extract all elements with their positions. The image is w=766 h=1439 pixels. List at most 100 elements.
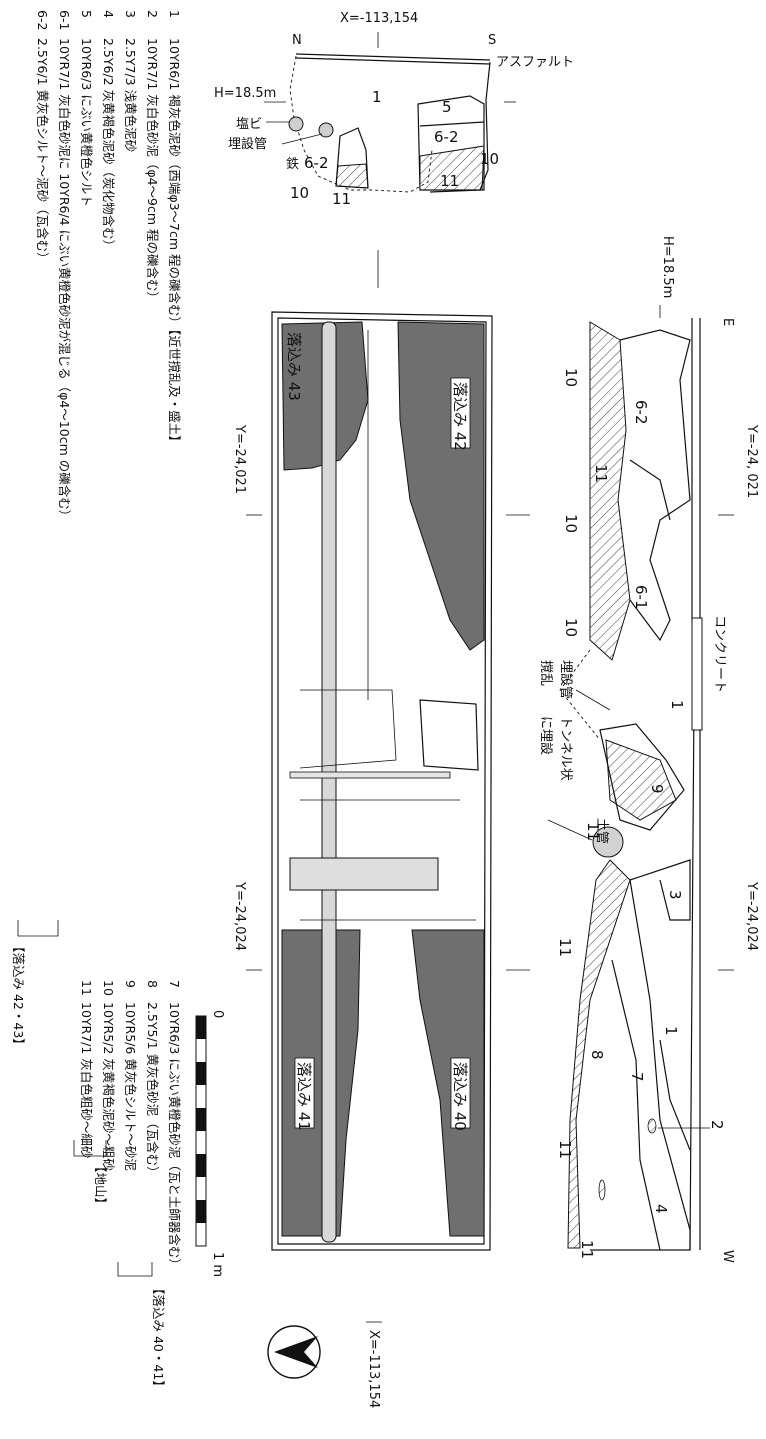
- svg-text:10YR7/1 灰白色粗砂～細砂: 10YR7/1 灰白色粗砂～細砂: [79, 1002, 94, 1158]
- legend-group-bedrock: 【地山】: [93, 1160, 108, 1210]
- legend-group-42-43: 【落込み 42・43】: [11, 940, 26, 1051]
- pit-40-label-box: 落込み 40: [450, 1057, 471, 1131]
- dir-w: W: [720, 1250, 735, 1263]
- coord-y-a-section: Y=-24, 021: [744, 424, 759, 498]
- ns-label-10-left: 10: [290, 184, 309, 202]
- legend-row-1: 1 10YR6/1 褐灰色泥砂（西端φ3～7cm 程の礫含む）【近世撹乱及・盛土…: [167, 10, 182, 448]
- ew-label-11e: 11: [578, 1240, 596, 1259]
- ns-label-11-right: 11: [440, 172, 459, 190]
- svg-text:10YR5/2 灰黄褐色泥砂～粗砂: 10YR5/2 灰黄褐色泥砂～粗砂: [101, 1002, 116, 1171]
- ew-layer-3: [629, 859, 691, 921]
- h-north: H=18.5m: [214, 86, 276, 101]
- ew-ground-line-2: [689, 318, 695, 1251]
- ns-layer-5-line: [419, 121, 485, 127]
- ew-label-6-2: 6-2: [632, 400, 650, 425]
- pit-41-label-box: 落込み 41: [294, 1057, 315, 1131]
- pit-43-label-box: 落込み 43: [285, 332, 303, 401]
- svg-text:5: 5: [79, 10, 94, 18]
- concrete-slab: [691, 617, 703, 731]
- ew-label-10c: 10: [562, 618, 580, 637]
- pit-41-label: 落込み 41: [295, 1062, 313, 1131]
- svg-text:6-1: 6-1: [57, 10, 72, 30]
- ew-label-11d: 11: [556, 1140, 574, 1159]
- svg-text:2: 2: [145, 10, 160, 18]
- svg-text:9: 9: [123, 980, 138, 988]
- svg-text:2.5Y6/2 灰黄褐色泥砂（炭化物含む）: 2.5Y6/2 灰黄褐色泥砂（炭化物含む）: [101, 38, 116, 252]
- plan-outline-inner: [277, 317, 487, 1245]
- pit-43-label: 落込み 43: [285, 332, 303, 401]
- legend-group-40-41: 【落込み 40・41】: [151, 1282, 166, 1393]
- ew-label-11c: 11: [556, 938, 574, 957]
- pit-42-shape: [397, 321, 485, 651]
- plan-small-pipe: [289, 771, 451, 779]
- svg-text:10YR5/6 黄灰色シルト～砂泥: 10YR5/6 黄灰色シルト～砂泥: [123, 1002, 138, 1171]
- disturbed-label: 撹乱: [538, 660, 553, 686]
- ew-label-10b: 10: [562, 514, 580, 533]
- dir-e: E: [720, 318, 735, 326]
- scale-bar: [195, 1015, 207, 1247]
- svg-text:10YR7/1 灰白色砂泥（φ4～9cm 程の礫含む）: 10YR7/1 灰白色砂泥（φ4～9cm 程の礫含む）: [145, 38, 160, 304]
- svg-text:6-2: 6-2: [35, 10, 50, 30]
- legend-row-8: 8 2.5Y5/1 黄灰色砂泥（瓦含む）: [145, 980, 160, 1179]
- ew-stone-2: [598, 1179, 606, 1201]
- svg-text:2.5Y7/3 浅黄色泥砂: 2.5Y7/3 浅黄色泥砂: [123, 38, 138, 152]
- legend-row-9: 9 10YR5/6 黄灰色シルト～砂泥: [123, 980, 138, 1171]
- plan-feature-a: [299, 689, 397, 769]
- ew-layer-2: [659, 1039, 691, 1151]
- ew-layer-6: [619, 329, 691, 642]
- coord-y-b-plan: Y=-24,024: [232, 881, 247, 951]
- pvc-label: 塩ビ: [236, 117, 262, 132]
- pit-42-label-box: 落込み 42: [450, 377, 471, 451]
- ew-label-11a: 11: [592, 464, 610, 483]
- svg-text:10YR6/3 にぶい黄橙色砂泥（瓦と土師器含む）: 10YR6/3 にぶい黄橙色砂泥（瓦と土師器含む）: [167, 1002, 182, 1271]
- buried-in-label: に埋設: [538, 716, 554, 755]
- legend-row-4: 4 2.5Y6/2 灰黄褐色泥砂（炭化物含む）: [101, 10, 116, 252]
- asphalt-line: [295, 53, 491, 61]
- legend-row-5: 5 10YR6/3 にぶい黄橙色シルト: [79, 10, 94, 207]
- pipe-leader: [281, 133, 323, 145]
- ew-stone-1: [647, 1118, 657, 1134]
- ew-label-2: 2: [708, 1120, 726, 1130]
- ns-buried-pipe-label: 埋設管: [228, 136, 267, 152]
- ew-label-7: 7: [628, 1072, 646, 1082]
- pit-42-label: 落込み 42: [451, 382, 469, 451]
- svg-text:10YR6/1 褐灰色泥砂（西端φ3～7cm 程の礫含む）【: 10YR6/1 褐灰色泥砂（西端φ3～7cm 程の礫含む）【近世撹乱及・盛土】: [167, 38, 182, 448]
- coord-x-top: X=-113,154: [340, 11, 418, 26]
- concrete-label: コンクリート: [712, 615, 727, 693]
- clay-pipe-label: 土管: [594, 818, 609, 844]
- ew-disturb-outline: [559, 649, 601, 741]
- ns-label-62-left: 6-2: [304, 154, 329, 172]
- ns-label-62-right: 6-2: [434, 128, 459, 146]
- pit-40-shape: [411, 929, 485, 1237]
- asphalt-label: アスファルト: [496, 55, 574, 70]
- svg-text:2.5Y5/1 黄灰色砂泥（瓦含む）: 2.5Y5/1 黄灰色砂泥（瓦含む）: [145, 1002, 160, 1179]
- svg-text:10YR6/3 にぶい黄橙色シルト: 10YR6/3 にぶい黄橙色シルト: [79, 38, 94, 207]
- asphalt-line-2: [295, 57, 491, 65]
- clay-pipe-icon: [592, 826, 624, 858]
- plan-pipe-box: [419, 699, 479, 771]
- h-east: H=18.5m: [660, 236, 675, 298]
- ew-hatch-upper: [589, 321, 631, 661]
- ew-label-10a: 10: [562, 368, 580, 387]
- coord-x-bottom: X=-113,154: [366, 1330, 381, 1408]
- legend-row-2: 2 10YR7/1 灰白色砂泥（φ4～9cm 程の礫含む）: [145, 10, 160, 304]
- svg-text:4: 4: [101, 10, 116, 18]
- coord-y-a-plan: Y=-24,021: [232, 424, 247, 494]
- tunnel-label: トンネル状: [558, 716, 573, 781]
- ns-outline-right: [429, 61, 491, 193]
- ns-label-5: 5: [442, 98, 452, 116]
- ew-layer-6-div: [629, 459, 671, 521]
- ew-label-4: 4: [652, 1204, 670, 1214]
- iron-pipe-icon: [318, 122, 334, 138]
- ew-layer-9: [605, 739, 677, 821]
- ew-layer-1-lower: [590, 879, 691, 1251]
- svg-text:2.5Y6/1 黄灰色シルト～泥砂（瓦含む）: 2.5Y6/1 黄灰色シルト～泥砂（瓦含む）: [35, 38, 50, 265]
- ns-label-11-left: 11: [332, 190, 351, 208]
- legend: 1 10YR6/1 褐灰色泥砂（西端φ3～7cm 程の礫含む）【近世撹乱及・盛土…: [11, 10, 182, 1393]
- dir-n: N: [292, 33, 302, 48]
- ew-label-6-1: 6-1: [632, 585, 650, 610]
- svg-text:3: 3: [123, 10, 138, 18]
- ew-label-11b: 11: [584, 822, 602, 841]
- scale-one: 1 m: [210, 1252, 225, 1277]
